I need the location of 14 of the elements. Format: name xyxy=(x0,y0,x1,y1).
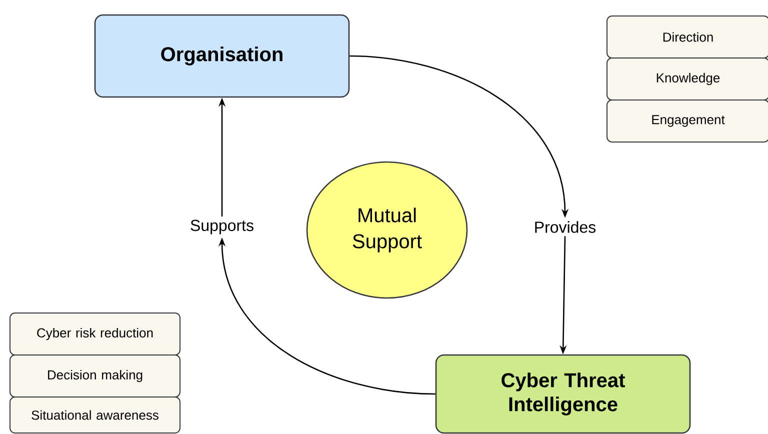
edge-text: Provides xyxy=(530,218,600,236)
tag-box: Direction xyxy=(606,16,768,58)
node-label: Engagement xyxy=(652,115,725,127)
node-label: Knowledge xyxy=(656,72,720,86)
node-label: Direction xyxy=(663,32,713,42)
tag-box: Decision making xyxy=(10,354,180,398)
node-label: Situational awareness xyxy=(32,410,158,420)
process-box: Cyber Threat Intelligence xyxy=(435,354,691,434)
tag-box: Cyber risk reduction xyxy=(10,312,180,356)
tag-box: Situational awareness xyxy=(10,396,180,434)
process-box: Organisation xyxy=(94,14,350,98)
tag-box: Knowledge xyxy=(606,58,768,100)
edge-text: Supports xyxy=(186,216,258,238)
tag-box: Engagement xyxy=(606,100,768,142)
